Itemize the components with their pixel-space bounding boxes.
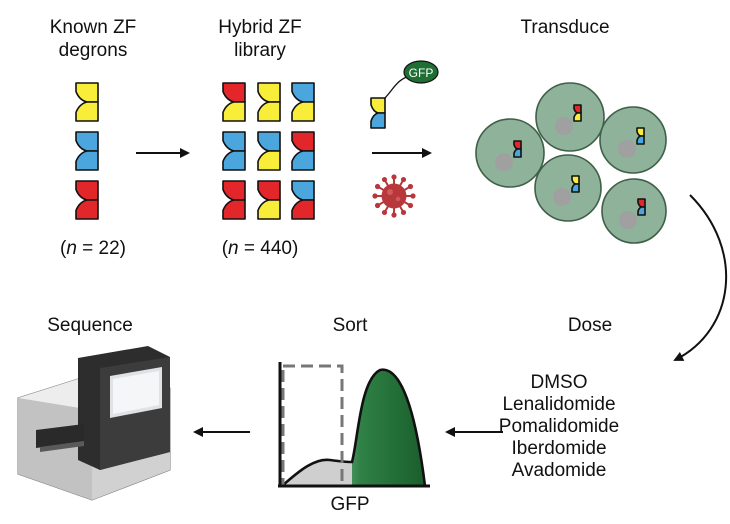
zf-hybrid-degron-icon — [291, 131, 315, 171]
zf-degron-in-cell-icon — [513, 140, 522, 158]
transduced-cells — [475, 82, 667, 244]
zf-hybrid-degron-icon — [257, 82, 281, 122]
svg-text:GFP: GFP — [409, 66, 434, 80]
compound-avadomide: Avadomide — [511, 460, 607, 481]
virus-icon — [372, 174, 416, 218]
known-degrons — [75, 82, 99, 220]
compound-list: DMSO Lenalidomide Pomalidomide Iberdomid… — [488, 372, 630, 482]
cell-icon — [535, 82, 605, 152]
zf-degron-red-icon — [75, 180, 99, 220]
zf-hybrid-degron-icon — [291, 180, 315, 220]
cell-icon — [601, 178, 667, 244]
sort-title: Sort — [332, 315, 368, 336]
hybrid-zf-title: Hybrid ZF library — [218, 17, 302, 61]
zf-degron-in-cell-icon — [571, 175, 580, 193]
compound-pomalidomide: Pomalidomide — [498, 416, 620, 437]
zf-degron-in-cell-icon — [637, 198, 646, 216]
zf-degron-construct-icon — [370, 97, 386, 129]
cell-icon — [534, 154, 602, 222]
known-zf-count: (n = 22) — [59, 238, 127, 259]
dose-title: Dose — [567, 315, 613, 336]
zf-degron-blue-icon — [75, 131, 99, 171]
transduce-title: Transduce — [520, 17, 610, 38]
sequencer-icon — [17, 346, 171, 501]
zf-hybrid-degron-icon — [222, 180, 246, 220]
hybrid-library — [222, 82, 315, 220]
zf-hybrid-degron-icon — [291, 82, 315, 122]
gfp-construct-icon: GFP — [370, 60, 439, 129]
hybrid-zf-count: (n = 440) — [221, 238, 299, 259]
arrow-transduce-to-dose — [673, 194, 728, 361]
compound-lenalidomide: Lenalidomide — [502, 394, 616, 415]
histogram-icon — [278, 362, 430, 488]
cell-icon — [475, 118, 545, 188]
known-zf-title: Known ZF degrons — [49, 17, 137, 61]
zf-degron-yellow-icon — [75, 82, 99, 122]
sequence-title: Sequence — [47, 315, 133, 336]
zf-hybrid-degron-icon — [222, 82, 246, 122]
compound-dmso: DMSO — [530, 372, 588, 393]
zf-degron-in-cell-icon — [636, 127, 645, 145]
compound-iberdomide: Iberdomide — [511, 438, 607, 459]
zf-degron-in-cell-icon — [573, 104, 582, 122]
zf-hybrid-degron-icon — [222, 131, 246, 171]
zf-hybrid-degron-icon — [257, 131, 281, 171]
zf-hybrid-degron-icon — [257, 180, 281, 220]
cell-icon — [599, 106, 667, 174]
gfp-axis-label: GFP — [330, 494, 370, 515]
